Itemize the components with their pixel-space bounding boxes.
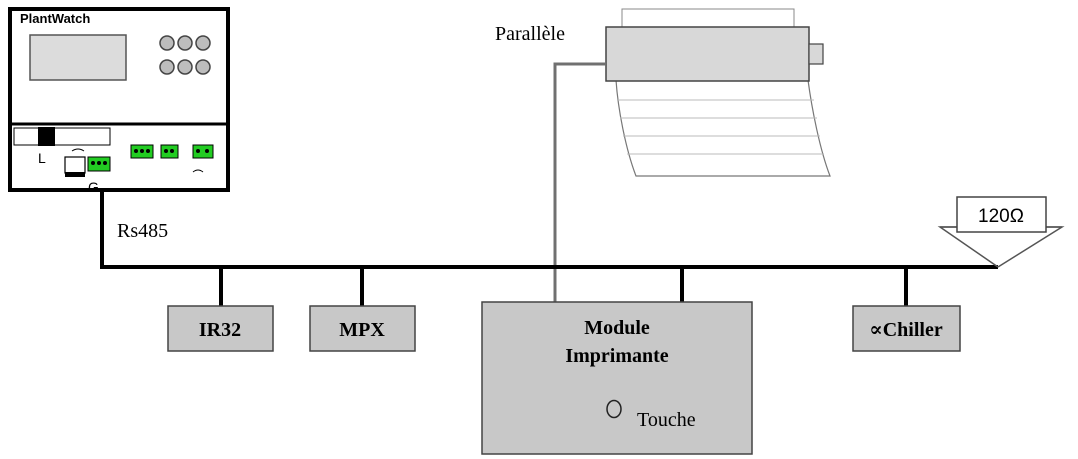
module-mpx-label: MPX <box>339 319 385 341</box>
touche-label: Touche <box>637 409 696 431</box>
device-name: PlantWatch <box>20 11 90 26</box>
terminator-120ohm: 120Ω <box>937 196 1065 268</box>
module-ir32: IR32 <box>167 305 274 352</box>
rs485-label: Rs485 <box>117 220 168 242</box>
rs485-bus <box>100 190 998 269</box>
green-connectors <box>87 144 214 172</box>
parallel-label: Parallèle <box>495 23 565 45</box>
module-printer-line1: Module <box>584 317 650 339</box>
device-label-l: L <box>38 150 46 166</box>
module-chiller: ∝Chiller <box>852 305 961 352</box>
parallel-cable <box>553 62 606 302</box>
bus-drops <box>219 267 908 306</box>
plantwatch-device: PlantWatch L G <box>8 7 230 195</box>
module-printer: Module Imprimante Touche <box>481 301 753 455</box>
module-mpx: MPX <box>309 305 416 352</box>
printer-icon <box>605 8 831 177</box>
touche-button-icon[interactable] <box>606 399 622 419</box>
device-buttons <box>159 35 211 75</box>
module-chiller-label: ∝Chiller <box>869 319 943 341</box>
terminator-label: 120Ω <box>978 206 1024 227</box>
module-printer-line2: Imprimante <box>565 345 668 367</box>
device-label-g: G <box>88 179 99 195</box>
device-display <box>29 34 127 81</box>
module-ir32-label: IR32 <box>199 319 241 341</box>
